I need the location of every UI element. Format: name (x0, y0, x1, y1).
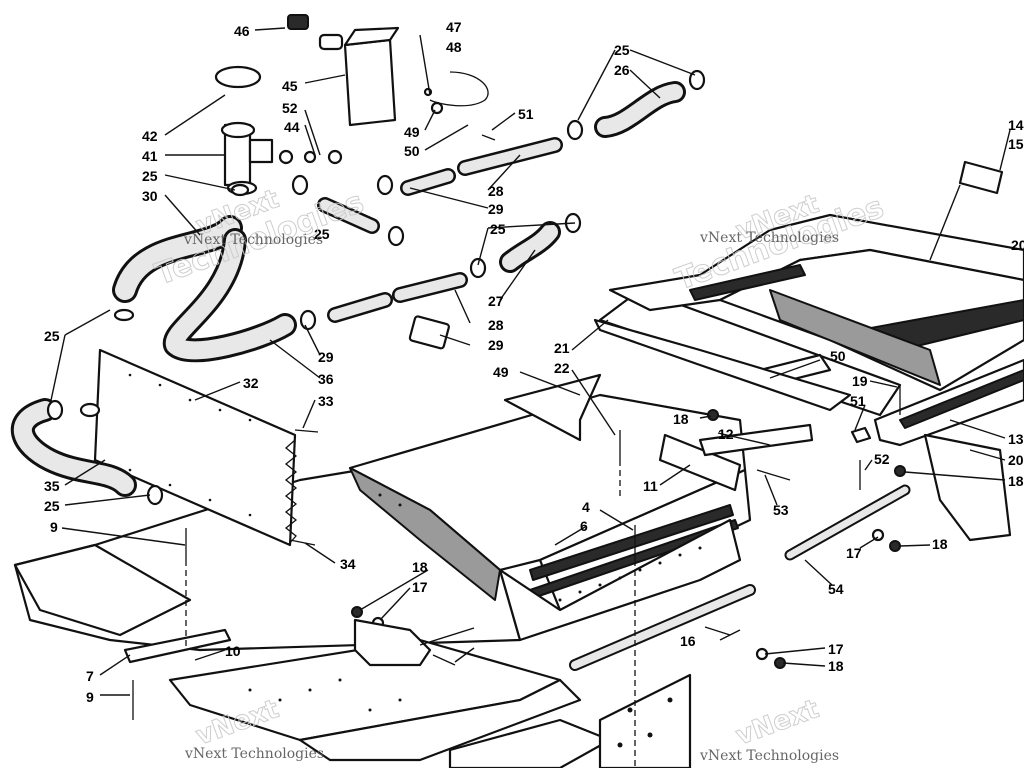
callout-23-b: 25 (614, 42, 630, 58)
callout-23-f: 25 (44, 498, 60, 514)
callout-35: 41 (142, 148, 158, 164)
callout-17-d: 18 (828, 658, 844, 674)
callout-40: 46 (234, 23, 250, 39)
callout-47: 49 (493, 364, 509, 380)
radiator-holes (128, 373, 252, 517)
callout-51: 54 (828, 581, 844, 597)
callout-25: 27 (488, 293, 504, 309)
callout-26-b: 28 (488, 317, 504, 333)
callout-19: 20 (1011, 237, 1024, 253)
fasteners (132, 134, 906, 720)
callout-9: 10 (225, 643, 241, 659)
callout-44: 50 (404, 143, 420, 159)
callout-49: 51 (850, 393, 866, 409)
callout-28-a: 29 (488, 201, 504, 217)
leader-lines (49, 27, 1011, 696)
callout-labels: 46 47 48 45 52 44 49 50 51 42 41 25 30 2… (44, 19, 1024, 705)
callout-17-c: 18 (1008, 473, 1024, 489)
callout-31: 33 (318, 393, 334, 409)
coolant-bottle (287, 14, 444, 127)
decal-plate (958, 160, 1004, 195)
watermark-bottom-left-small: vNext Technologies (184, 746, 324, 762)
callout-33: 35 (44, 478, 60, 494)
callout-16-a: 17 (846, 545, 862, 561)
callout-23-e: 25 (44, 328, 60, 344)
callout-45: 51 (518, 106, 534, 122)
callout-12: 13 (1008, 431, 1024, 447)
callout-16-c: 17 (412, 579, 428, 595)
heat-exchanger (93, 348, 298, 547)
callout-23-c: 25 (490, 221, 506, 237)
callout-28-b: 29 (318, 349, 334, 365)
callout-17-a: 18 (673, 411, 689, 427)
callout-20: 20 (1008, 452, 1024, 468)
callout-46: 52 (282, 100, 298, 116)
callout-10: 11 (643, 478, 658, 494)
callout-34: 36 (318, 371, 334, 387)
rear-frame (593, 213, 1024, 561)
callout-13: 14 (1008, 117, 1024, 133)
callout-43: 49 (404, 124, 420, 140)
watermark-top-right-small: vNext Technologies (699, 230, 839, 246)
callout-6: 6 (580, 518, 588, 534)
callout-22: 22 (554, 360, 570, 376)
callout-21: 21 (554, 340, 570, 356)
callout-32: 34 (340, 556, 356, 572)
hose-clamps (46, 69, 706, 506)
thermostat-housing (214, 65, 343, 196)
callout-26-a: 28 (488, 183, 504, 199)
callout-11: 12 (718, 426, 734, 442)
callout-7: 7 (86, 668, 94, 684)
floor-holes (248, 493, 702, 748)
callout-17-e: 18 (412, 559, 428, 575)
callout-36: 42 (142, 128, 158, 144)
callout-50: 52 (874, 451, 890, 467)
callout-52: 53 (773, 502, 789, 518)
callout-30: 32 (243, 375, 259, 391)
watermark-top-left-small: vNext Technologies (183, 232, 323, 248)
callout-18: 19 (852, 373, 868, 389)
watermark-bottom-right-1: vNext (732, 694, 823, 751)
callout-27: 29 (488, 337, 504, 353)
callout-48: 50 (830, 348, 846, 364)
callout-24: 26 (614, 62, 630, 78)
callout-8-a: 9 (50, 519, 58, 535)
callout-8-b: 9 (86, 689, 94, 705)
assembly-lines (185, 460, 636, 768)
watermark-bottom-right-small: vNext Technologies (699, 748, 839, 764)
callout-42: 48 (446, 39, 462, 55)
callout-16-b: 17 (828, 641, 844, 657)
callout-39: 45 (282, 78, 298, 94)
callout-41: 47 (446, 19, 462, 35)
callout-14: 15 (1008, 136, 1024, 152)
coolant-hoses (11, 71, 686, 497)
callout-38: 44 (284, 119, 300, 135)
callout-23-a: 25 (142, 168, 158, 184)
callout-4: 4 (582, 499, 590, 515)
callout-15: 16 (680, 633, 696, 649)
callout-17-b: 18 (932, 536, 948, 552)
callout-29: 30 (142, 188, 158, 204)
callout-23-d: 25 (314, 226, 330, 242)
